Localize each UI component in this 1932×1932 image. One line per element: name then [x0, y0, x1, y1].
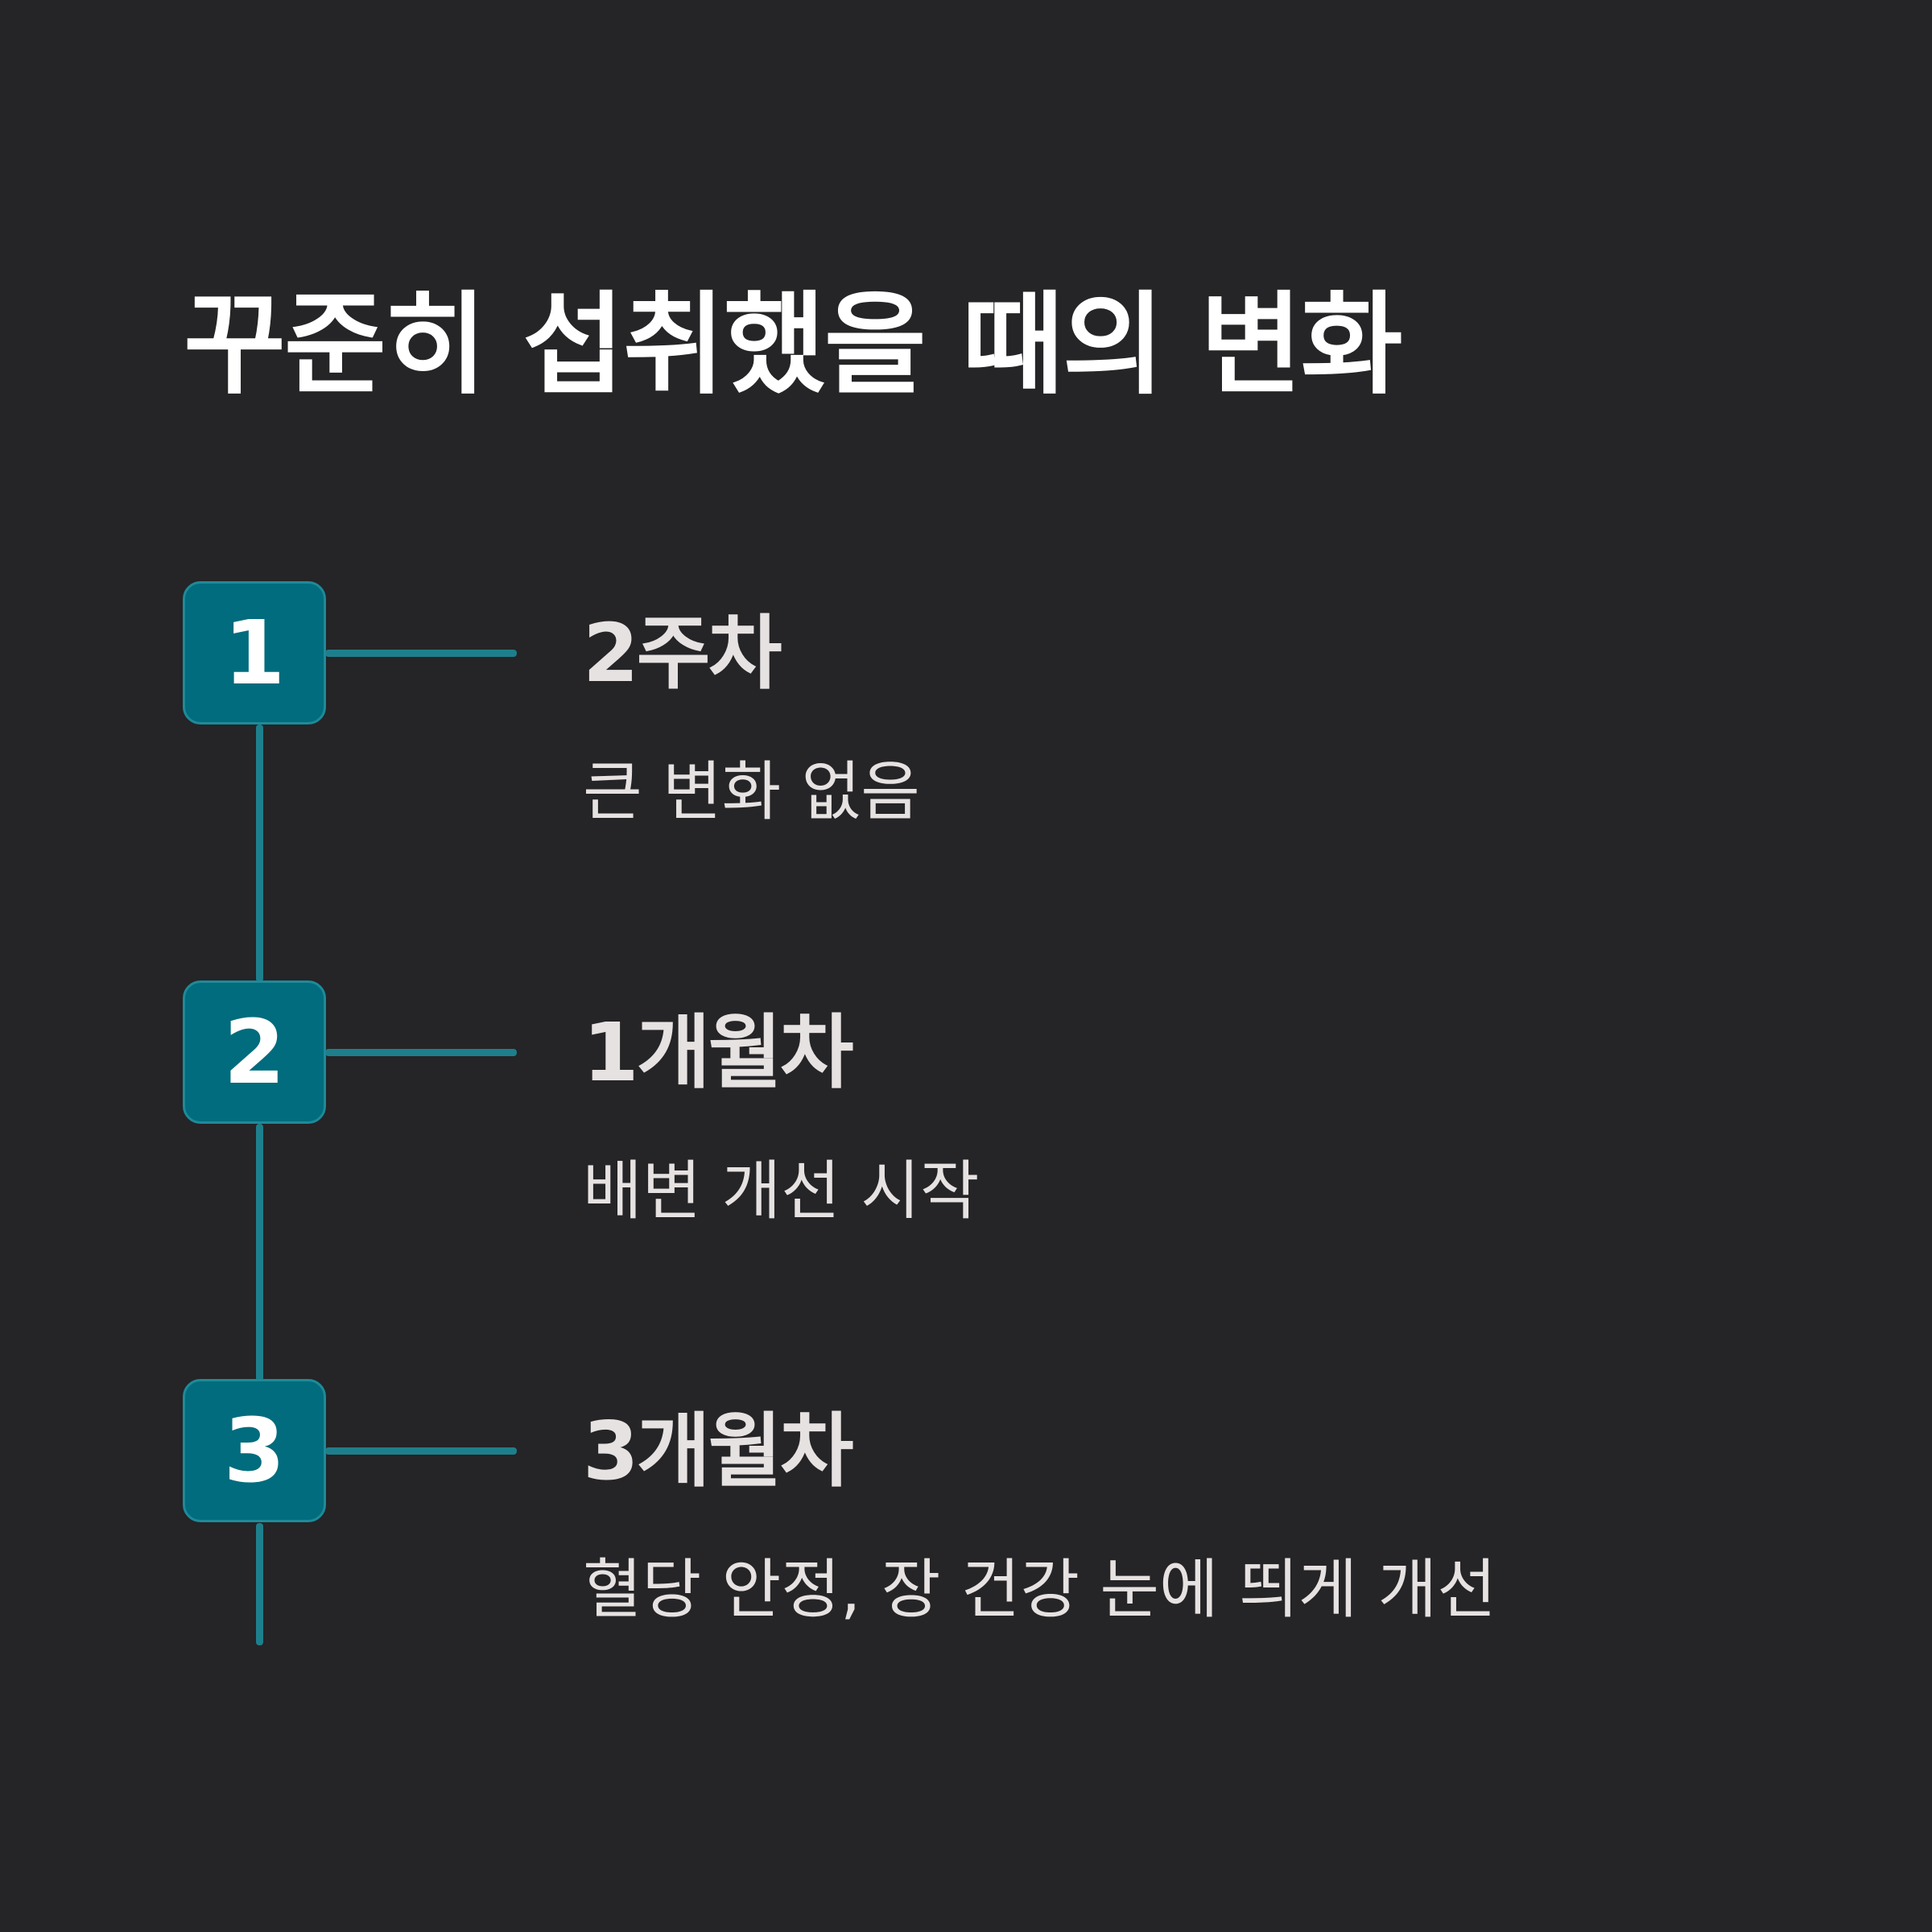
step-connector	[325, 1447, 517, 1455]
step-description: 배변 개선 시작	[583, 1154, 980, 1228]
timeline-connector	[256, 1124, 263, 1381]
step-connector	[325, 1049, 517, 1056]
step-title: 1개월차	[583, 1005, 854, 1100]
timeline-connector	[256, 1523, 263, 1645]
step-number-badge: 1	[183, 581, 326, 724]
step-number-badge: 2	[183, 980, 326, 1124]
step-title: 2주차	[583, 606, 782, 700]
step-number-badge: 3	[183, 1379, 326, 1522]
timeline-connector	[256, 724, 263, 982]
page-title: 꾸준히 섭취했을 때의 변화	[184, 280, 1403, 410]
step-title: 3개월차	[583, 1404, 854, 1498]
step-connector	[325, 650, 517, 657]
step-description: 큰 변화 없음	[583, 754, 920, 829]
step-description: 혈당 안정, 장 건강 눈에 띄게 개선	[583, 1552, 1496, 1627]
